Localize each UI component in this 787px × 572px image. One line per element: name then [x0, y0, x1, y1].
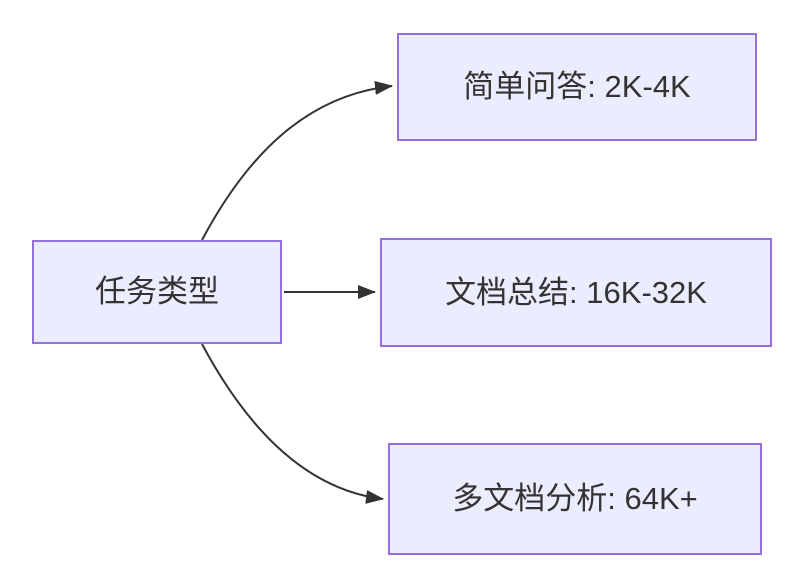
node-task-type-label: 任务类型 [95, 274, 219, 310]
node-simple-qa-label: 简单问答: 2K-4K [463, 69, 691, 105]
edge-root-to-multi-doc [201, 343, 384, 504]
node-multi-doc-analysis-label: 多文档分析: 64K+ [452, 481, 698, 517]
node-multi-doc-analysis: 多文档分析: 64K+ [388, 443, 762, 555]
edge-root-to-simple-qa [201, 80, 393, 241]
node-doc-summary-label: 文档总结: 16K-32K [445, 274, 707, 310]
node-task-type: 任务类型 [32, 240, 282, 344]
node-doc-summary: 文档总结: 16K-32K [380, 238, 772, 347]
node-simple-qa: 简单问答: 2K-4K [397, 33, 757, 141]
